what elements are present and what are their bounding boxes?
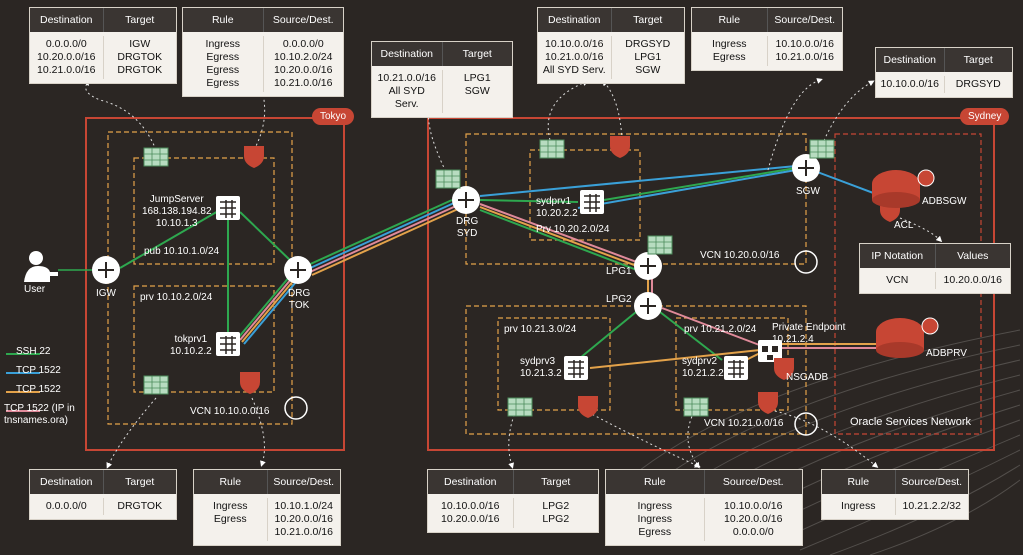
user-icon xyxy=(24,251,58,282)
prv-syd3-subnet-box xyxy=(497,317,611,411)
tokprv1-icon xyxy=(216,332,240,356)
vcn-syd2-label: VCN 10.21.0.0/16 xyxy=(704,418,784,429)
prv-syd2-subnet-box xyxy=(675,317,789,411)
vcn-syd1-box xyxy=(465,133,807,265)
pub-tok-label: pub 10.10.1.0/24 xyxy=(144,246,220,257)
route-table-icons xyxy=(143,139,835,417)
private-endpoint-icon xyxy=(758,340,782,362)
legend-lines xyxy=(6,353,40,412)
tokyo-region-box xyxy=(85,117,345,451)
sydprv1-icon xyxy=(580,190,604,214)
acl-label: ACL xyxy=(894,220,914,231)
prv-tok-subnet-box xyxy=(133,285,275,393)
private-endpoint-label: Private Endpoint 10.21.2.4 xyxy=(772,322,846,345)
lpg2-label: LPG2 xyxy=(606,294,632,305)
lpg1-icon xyxy=(634,252,662,280)
sydney-region-tag: Sydney xyxy=(960,108,1010,125)
sgw-label: SGW xyxy=(796,186,820,197)
prv-syd2-label: prv 10.21.2.0/24 xyxy=(684,324,757,335)
vcn-syd1-label: VCN 10.20.0.0/16 xyxy=(700,250,780,261)
grid-lines xyxy=(144,140,834,416)
drg-tok-label: DRG TOK xyxy=(288,288,311,311)
adbsgw-label: ADBSGW xyxy=(922,196,967,207)
adbprv-icon xyxy=(876,317,939,358)
legend-ssh: SSH 22 xyxy=(16,346,51,357)
vcn-tok-box xyxy=(107,131,293,425)
adbprv-label: ADBPRV xyxy=(926,348,967,359)
igw-label: IGW xyxy=(96,288,116,299)
prv-tok-label: prv 10.10.2.0/24 xyxy=(140,292,213,303)
tokprv1-label: tokprv1 10.10.2.2 xyxy=(170,334,212,357)
sydprv2-label: sydprv2 10.21.2.2 xyxy=(682,356,724,379)
legend-tcp-orange: TCP 1522 xyxy=(16,384,61,395)
drg-tok-icon xyxy=(284,256,312,284)
legend-tcp-pink: TCP 1522 (IP in tnsnames.ora) xyxy=(4,403,75,426)
lpg1-label: LPG1 xyxy=(606,266,632,277)
drg-syd-label: DRG SYD xyxy=(456,216,479,239)
sydprv3-icon xyxy=(564,356,588,380)
vcn-icons xyxy=(284,250,818,436)
sydprv2-icon xyxy=(724,356,748,380)
sydprv3-label: sydprv3 10.21.3.2 xyxy=(520,356,562,379)
tokyo-region-tag: Tokyo xyxy=(312,108,355,125)
drg-syd-icon xyxy=(452,186,480,214)
jumpserver-icon xyxy=(216,196,240,220)
lpg2-icon xyxy=(634,292,662,320)
connection-lines xyxy=(58,165,893,369)
jumpserver-label: JumpServer 168.138.194.82 10.10.1.3 xyxy=(142,194,212,229)
user-label: User xyxy=(24,284,46,295)
legend-tcp-blue: TCP 1522 xyxy=(16,365,61,376)
adbsgw-icon xyxy=(872,169,935,208)
igw-icon xyxy=(92,256,120,284)
pub-subnet-box xyxy=(133,157,275,265)
vcn-tok-label: VCN 10.10.0.0/16 xyxy=(190,406,270,417)
prv-syd3-label: prv 10.21.3.0/24 xyxy=(504,324,577,335)
oracle-services-label: Oracle Services Network xyxy=(850,416,972,428)
sydprv1-label: sydprv1 10.20.2.2 xyxy=(536,196,578,219)
prv-syd1-label: Prv 10.20.2.0/24 xyxy=(536,224,610,235)
nsgadb-label: NSGADB xyxy=(786,372,829,383)
sgw-icon xyxy=(792,154,820,182)
